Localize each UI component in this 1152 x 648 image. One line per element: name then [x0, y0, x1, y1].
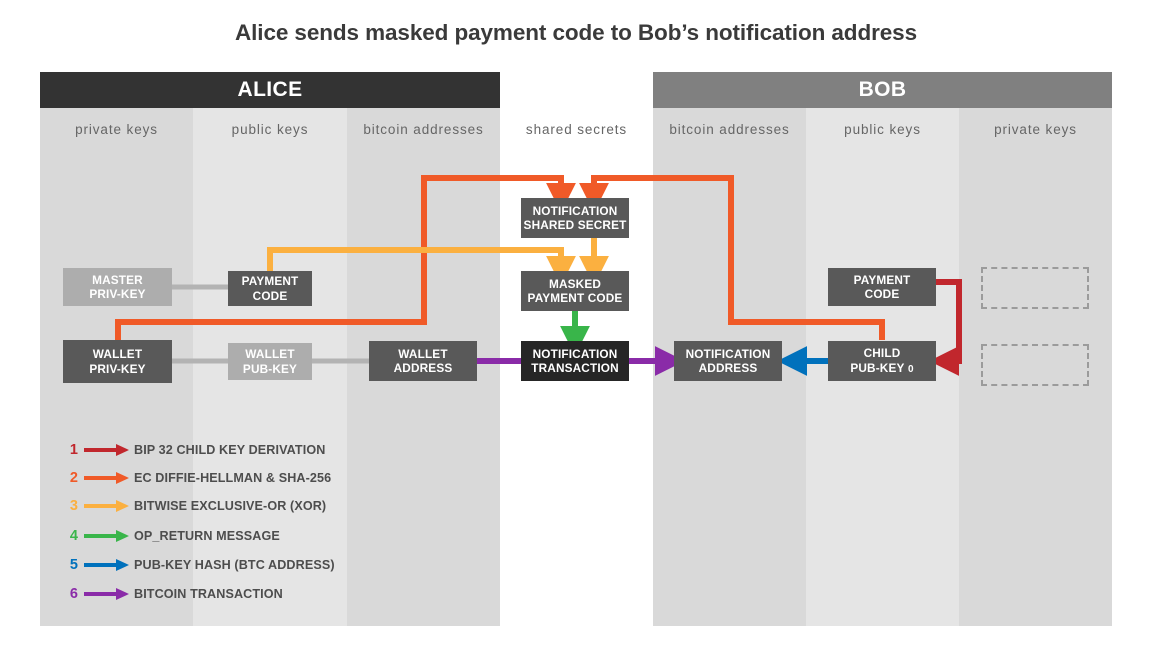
node-line-2: CODE	[864, 287, 900, 301]
legend-arrow-icon	[84, 559, 129, 571]
legend-number: 1	[69, 442, 78, 458]
node-line-1: NOTIFICATION	[532, 203, 618, 218]
node-line-2-text: PUB-KEY	[850, 360, 905, 375]
legend-arrow-icon	[84, 588, 129, 600]
ghost-box-bob-private-key-1	[981, 267, 1089, 309]
node-bob-child-pub-key-0[interactable]: CHILD PUB-KEY 0	[828, 341, 936, 381]
node-line-1: MASKED	[548, 276, 602, 291]
node-line-1: CHILD	[863, 346, 901, 361]
node-line-2: PRIV-KEY	[89, 361, 146, 376]
node-line-2: ADDRESS	[393, 361, 453, 375]
column-caption-alice-addresses: bitcoin addresses	[363, 121, 484, 137]
node-alice-wallet-pub-key[interactable]: WALLET PUB-KEY	[228, 343, 312, 380]
legend-arrow-icon	[84, 472, 129, 484]
node-line-2: TRANSACTION	[531, 361, 619, 375]
node-line-1: WALLET	[398, 346, 448, 361]
legend-arrow-icon	[84, 530, 129, 542]
node-alice-wallet-priv-key[interactable]: WALLET PRIV-KEY	[63, 340, 172, 383]
arrow-xor-payment-code-to-masked	[267, 247, 576, 286]
node-line-2: PRIV-KEY	[89, 287, 146, 301]
node-bob-notification-address[interactable]: NOTIFICATION ADDRESS	[674, 341, 782, 381]
column-caption-alice-private-keys: private keys	[75, 121, 158, 137]
node-line-2: PUB-KEY 0	[850, 361, 913, 376]
column-caption-bob-public-keys: public keys	[844, 121, 921, 137]
node-notification-shared-secret[interactable]: NOTIFICATION SHARED SECRET	[521, 198, 629, 238]
node-line-1: NOTIFICATION	[532, 346, 618, 361]
node-alice-payment-code[interactable]: PAYMENT CODE	[228, 271, 312, 306]
legend-arrow-icon	[84, 444, 129, 456]
legend-label: BIP 32 CHILD KEY DERIVATION	[134, 443, 326, 457]
node-line-1: WALLET	[92, 347, 143, 362]
arrow-ecdh-bob-to-shared-secret	[579, 175, 885, 340]
node-bob-payment-code[interactable]: PAYMENT CODE	[828, 268, 936, 306]
legend-label: OP_RETURN MESSAGE	[134, 529, 280, 543]
legend-number: 2	[69, 470, 78, 486]
party-header-alice: ALICE	[40, 72, 500, 108]
column-caption-alice-public-keys: public keys	[231, 121, 309, 137]
legend-label: BITCOIN TRANSACTION	[134, 587, 283, 601]
legend-number: 6	[69, 586, 78, 602]
node-line-1: WALLET	[245, 347, 295, 362]
node-line-1: PAYMENT	[853, 272, 911, 287]
arrow-bip32-payment-code-to-child-pubkey	[929, 279, 962, 376]
legend-number: 3	[69, 498, 78, 514]
party-header-bob: BOB	[653, 72, 1112, 108]
node-alice-master-priv-key[interactable]: MASTER PRIV-KEY	[63, 268, 172, 306]
page-title: Alice sends masked payment code to Bob’s…	[235, 20, 917, 45]
node-line-1: MASTER	[92, 272, 143, 287]
node-child-index: 0	[907, 363, 914, 375]
node-line-2: CODE	[252, 288, 288, 303]
node-line-1: PAYMENT	[241, 274, 299, 289]
legend-number: 5	[69, 557, 78, 573]
arrow-ecdh-alice-to-shared-secret	[115, 175, 576, 340]
node-line-2: ADDRESS	[698, 361, 758, 375]
column-caption-shared-secrets: shared secrets	[525, 121, 628, 137]
column-band-bob-private-keys	[959, 72, 1112, 626]
legend-label: EC DIFFIE-HELLMAN & SHA-256	[134, 471, 332, 485]
node-line-2: PAYMENT CODE	[527, 291, 623, 305]
legend-arrow-icon	[84, 500, 129, 512]
node-line-1: NOTIFICATION	[685, 346, 771, 361]
legend-label: PUB-KEY HASH (BTC ADDRESS)	[134, 558, 335, 572]
node-masked-payment-code[interactable]: MASKED PAYMENT CODE	[521, 271, 629, 311]
legend-number: 4	[69, 528, 78, 544]
node-line-2: SHARED SECRET	[523, 218, 627, 232]
node-alice-wallet-address[interactable]: WALLET ADDRESS	[369, 341, 477, 381]
column-caption-bob-private-keys: private keys	[994, 121, 1077, 137]
node-notification-transaction[interactable]: NOTIFICATION TRANSACTION	[521, 341, 629, 381]
legend-label: BITWISE EXCLUSIVE-OR (XOR)	[134, 499, 327, 513]
ghost-box-bob-private-key-2	[981, 344, 1089, 386]
node-line-2: PUB-KEY	[242, 361, 298, 376]
column-caption-bob-addresses: bitcoin addresses	[669, 121, 790, 137]
